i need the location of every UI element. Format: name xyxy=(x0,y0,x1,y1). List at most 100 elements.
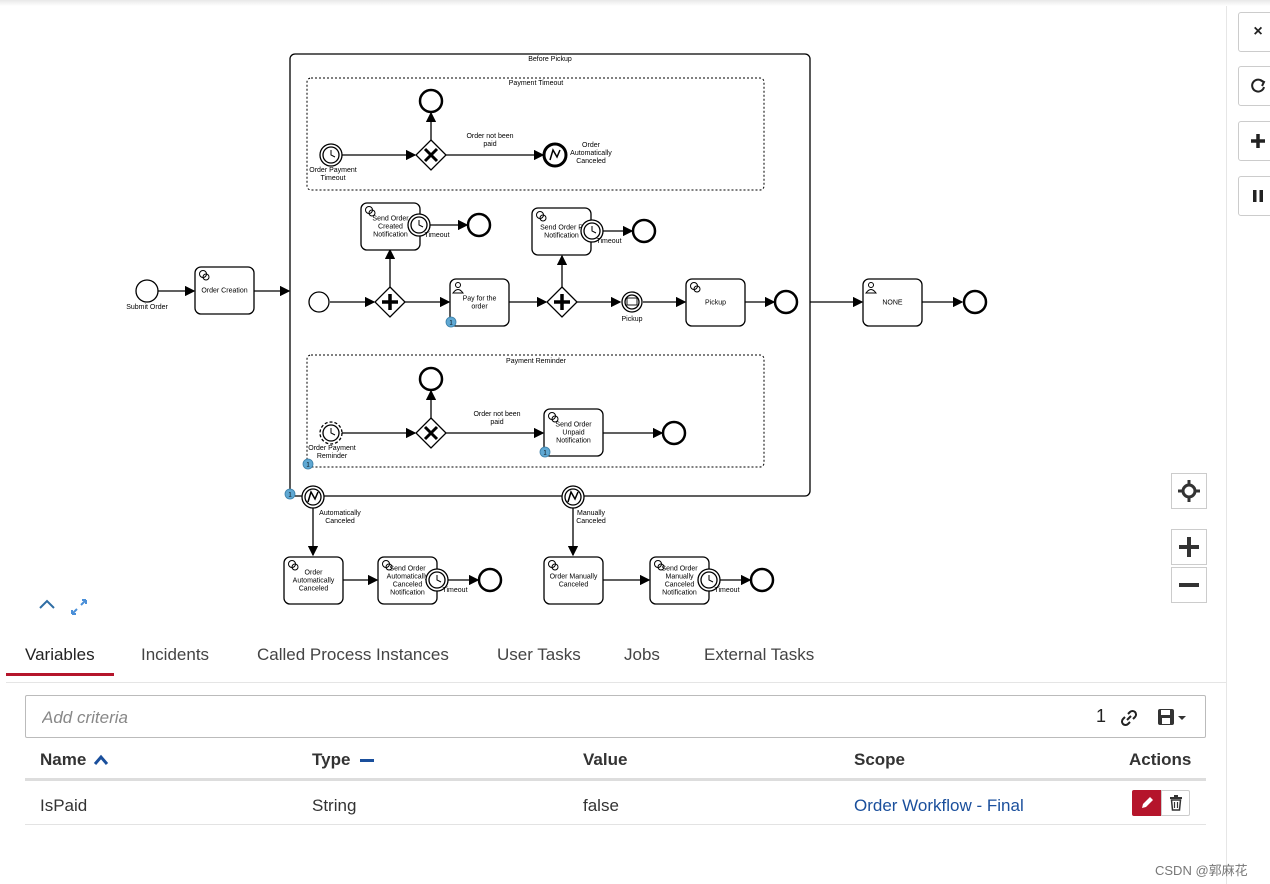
column-header-actions: Actions xyxy=(1129,750,1192,769)
zoom-out-button[interactable] xyxy=(1171,567,1207,603)
collapse-diagram-icon[interactable] xyxy=(38,598,62,622)
parallel-gateway-icon xyxy=(382,294,398,310)
pencil-icon xyxy=(1141,797,1153,808)
fullscreen-icon[interactable] xyxy=(70,598,94,622)
exclusive-gateway-icon xyxy=(423,425,439,441)
user-icon xyxy=(455,282,461,288)
search-input[interactable] xyxy=(40,704,944,732)
end-event-8 xyxy=(749,567,775,593)
clock-icon xyxy=(591,226,597,234)
task-order-creation-label: Order Creation xyxy=(201,288,247,295)
end-event-1 xyxy=(418,88,444,114)
task-none-label: NONE xyxy=(882,300,903,307)
detail-tabs: Variables Incidents Called Process Insta… xyxy=(6,630,1226,683)
user-icon xyxy=(865,289,877,294)
clock-icon xyxy=(436,575,442,583)
edit-variable-button[interactable] xyxy=(1132,790,1161,816)
message-event-inner xyxy=(624,294,640,310)
add-button[interactable] xyxy=(1238,121,1270,161)
timeout-label-2: Timeout xyxy=(596,238,621,245)
tab-jobs[interactable]: Jobs xyxy=(624,645,660,664)
zoom-in-button[interactable] xyxy=(1171,529,1207,565)
instance-count-badge xyxy=(302,458,314,470)
start-event-subprocess xyxy=(308,291,330,313)
zoom-plus-icon xyxy=(1179,537,1199,557)
column-header-name[interactable]: Name xyxy=(40,750,109,771)
column-header-type[interactable]: Type xyxy=(312,750,375,771)
end-event-5 xyxy=(418,366,444,392)
close-icon: × xyxy=(1253,23,1263,40)
task-pickup-label: Pickup xyxy=(705,300,726,307)
clock-icon xyxy=(330,428,336,436)
error-icon xyxy=(307,490,319,503)
sort-none-icon[interactable] xyxy=(359,751,375,771)
error-icon xyxy=(549,148,561,161)
end-event-7 xyxy=(477,567,503,593)
badge-label: 1 xyxy=(543,451,547,457)
suspend-button[interactable] xyxy=(1238,176,1270,216)
reset-zoom-button[interactable] xyxy=(1171,473,1207,509)
plus-icon xyxy=(1251,134,1265,148)
timeout-label-1: Timeout xyxy=(424,232,449,239)
pickup-event-label: Pickup xyxy=(621,316,642,323)
timeout-label-4: Timeout xyxy=(714,587,739,594)
tab-called-process-instances[interactable]: Called Process Instances xyxy=(257,645,449,664)
save-search-icon[interactable] xyxy=(1157,707,1187,732)
submit-order-label: Submit Order xyxy=(126,304,168,311)
gear-icon xyxy=(693,285,701,293)
end-event-final xyxy=(962,289,988,315)
exclusive-gateway-icon xyxy=(423,147,439,163)
refresh-icon xyxy=(1251,78,1266,93)
cell-type: String xyxy=(312,796,357,815)
top-border xyxy=(0,0,1270,6)
cell-value[interactable]: false xyxy=(583,796,619,815)
result-count: 1 xyxy=(1096,706,1107,726)
tab-incidents[interactable]: Incidents xyxy=(141,645,210,664)
column-header-scope: Scope xyxy=(854,750,906,769)
gear-icon xyxy=(368,209,376,217)
tab-external-tasks[interactable]: External Tasks xyxy=(704,645,815,664)
payment-reminder-title: Payment Reminder xyxy=(506,358,567,365)
task-order-manually-canceled xyxy=(543,556,604,605)
gear-icon xyxy=(551,563,559,571)
tab-user-tasks[interactable]: User Tasks xyxy=(497,645,581,664)
gear-icon xyxy=(202,273,210,281)
instance-count-badge xyxy=(445,316,457,328)
watermark-text: CSDN @郭麻花 xyxy=(1155,863,1248,878)
envelope-icon xyxy=(626,297,638,306)
gear-icon xyxy=(657,563,665,571)
link-icon[interactable] xyxy=(1120,709,1138,732)
instance-count-badge xyxy=(284,488,296,500)
subprocess-title: Before Pickup xyxy=(528,56,572,63)
criteria-search-box: 1 xyxy=(25,695,1206,738)
trash-icon xyxy=(1169,795,1182,811)
sort-ascending-icon[interactable] xyxy=(93,751,109,771)
gear-icon xyxy=(291,563,299,571)
row-divider xyxy=(25,824,1206,825)
start-event-submit-order xyxy=(135,279,159,303)
cell-name: IsPaid xyxy=(40,796,88,815)
cell-scope-link[interactable]: Order Workflow - Final xyxy=(854,796,1024,815)
close-button[interactable]: × xyxy=(1238,12,1270,52)
header-divider xyxy=(25,778,1206,781)
refresh-button[interactable] xyxy=(1238,66,1270,106)
tab-variables[interactable]: Variables xyxy=(6,630,114,676)
pause-icon xyxy=(1253,190,1263,202)
end-event-3 xyxy=(631,218,657,244)
badge-label: 1 xyxy=(288,493,292,499)
delete-variable-button[interactable] xyxy=(1161,790,1190,816)
gear-icon xyxy=(385,563,393,571)
